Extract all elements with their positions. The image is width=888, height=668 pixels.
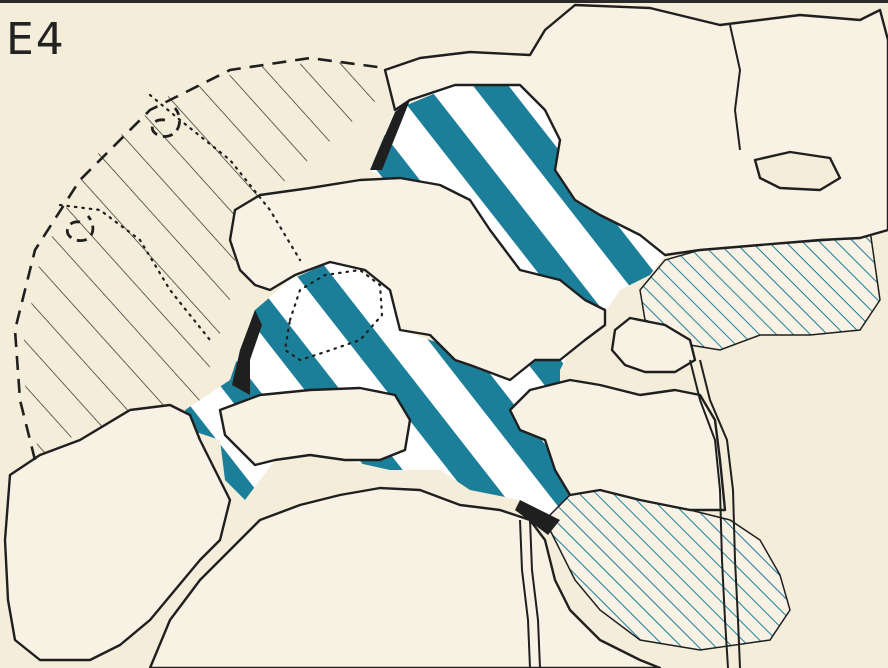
river-south-bank <box>529 519 541 668</box>
land-masses <box>3 3 888 668</box>
land-south-mainland <box>148 486 662 668</box>
land-small-island-east <box>610 316 697 374</box>
hook-arrow-west <box>66 215 95 243</box>
shore-shadow-south <box>515 500 560 535</box>
dashed-boundary-line <box>13 56 386 461</box>
land-south-west-island <box>218 386 412 467</box>
rivers <box>519 24 742 668</box>
river-east-bank <box>699 359 741 668</box>
dotted-lines <box>58 93 384 362</box>
shore-shadows <box>232 100 560 535</box>
top-border-line <box>0 0 888 3</box>
map-label: E4 <box>6 14 66 65</box>
river-south <box>519 519 531 668</box>
land-central-island <box>228 176 607 382</box>
dotted-track-west <box>58 203 212 342</box>
current-hooks <box>66 107 181 243</box>
river-east <box>689 359 729 668</box>
land-south-central <box>508 378 727 512</box>
canal-north <box>729 24 742 151</box>
shore-shadow-north <box>370 100 410 170</box>
dotted-outline-inlet <box>283 268 384 362</box>
land-north-east <box>383 3 888 257</box>
dotted-track-north <box>148 93 302 262</box>
hook-arrow-north <box>150 107 181 138</box>
sea-hatched-area <box>20 62 388 460</box>
land-inner-lake <box>753 150 842 192</box>
shore-shadow-west <box>232 310 262 395</box>
land-west-peninsula <box>3 403 232 662</box>
